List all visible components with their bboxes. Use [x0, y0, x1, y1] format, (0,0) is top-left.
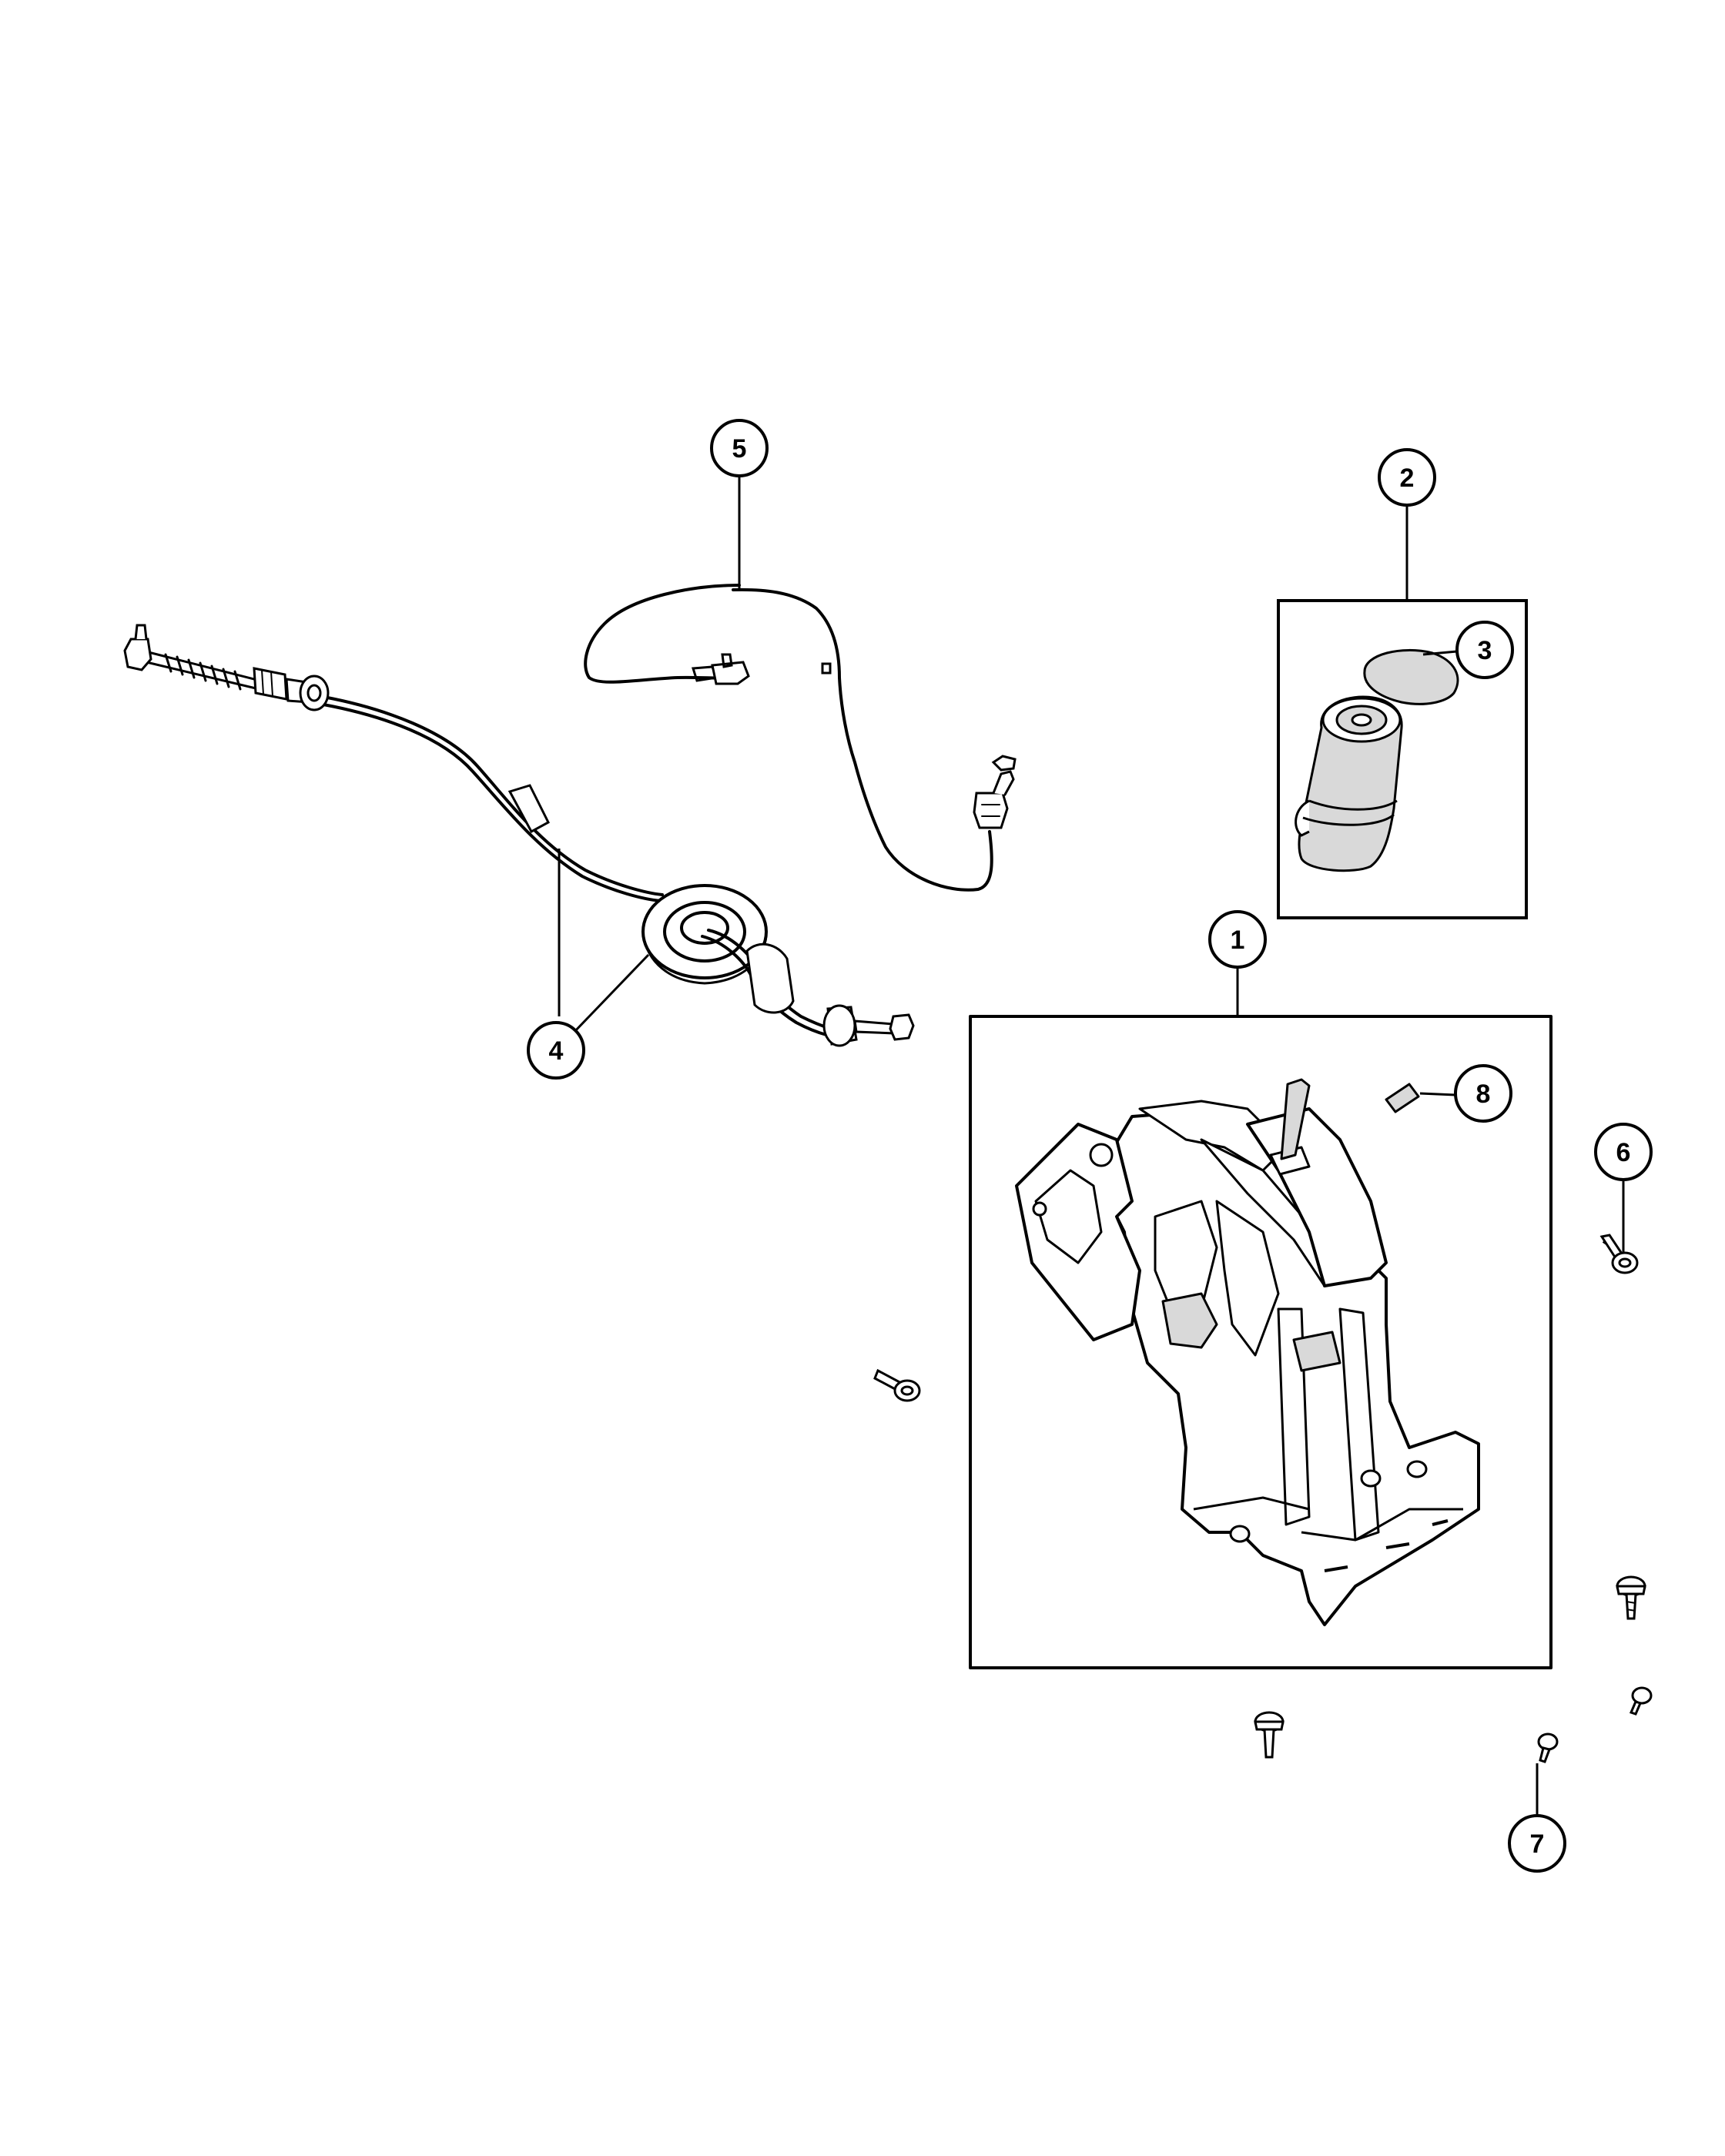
leader-lines [558, 476, 1625, 1816]
pin [1385, 1083, 1420, 1113]
callout-2-label: 2 [1400, 464, 1415, 493]
bolt [1254, 1711, 1285, 1759]
callout-8-label: 8 [1476, 1080, 1491, 1109]
bolt [873, 1368, 921, 1402]
callout-2: 2 [1378, 448, 1436, 507]
shift-knob [1295, 695, 1403, 872]
callout-3-label: 3 [1478, 636, 1492, 665]
callout-1: 1 [1208, 910, 1267, 969]
callout-4-label: 4 [549, 1036, 564, 1066]
callout-1-label: 1 [1231, 926, 1245, 955]
shifter-assembly [969, 1015, 1552, 1669]
fasteners [873, 1234, 1653, 1763]
callout-5-label: 5 [732, 434, 747, 464]
callout-4: 4 [527, 1021, 585, 1080]
callout-5: 5 [710, 419, 769, 477]
callout-6-label: 6 [1616, 1138, 1631, 1167]
callout-3: 3 [1455, 621, 1514, 679]
knob-cap [1363, 648, 1459, 705]
bolt [1616, 1575, 1646, 1620]
callout-8: 8 [1454, 1064, 1512, 1123]
shift-cable [123, 624, 915, 1047]
bolt [1599, 1234, 1639, 1274]
push-pin [1629, 1686, 1653, 1716]
wiring-harness [584, 584, 1017, 892]
shift-knob-kit [1277, 599, 1528, 919]
callout-7-label: 7 [1530, 1830, 1545, 1859]
callout-7: 7 [1508, 1814, 1566, 1873]
push-pin [1537, 1732, 1559, 1763]
callout-6: 6 [1594, 1123, 1653, 1181]
